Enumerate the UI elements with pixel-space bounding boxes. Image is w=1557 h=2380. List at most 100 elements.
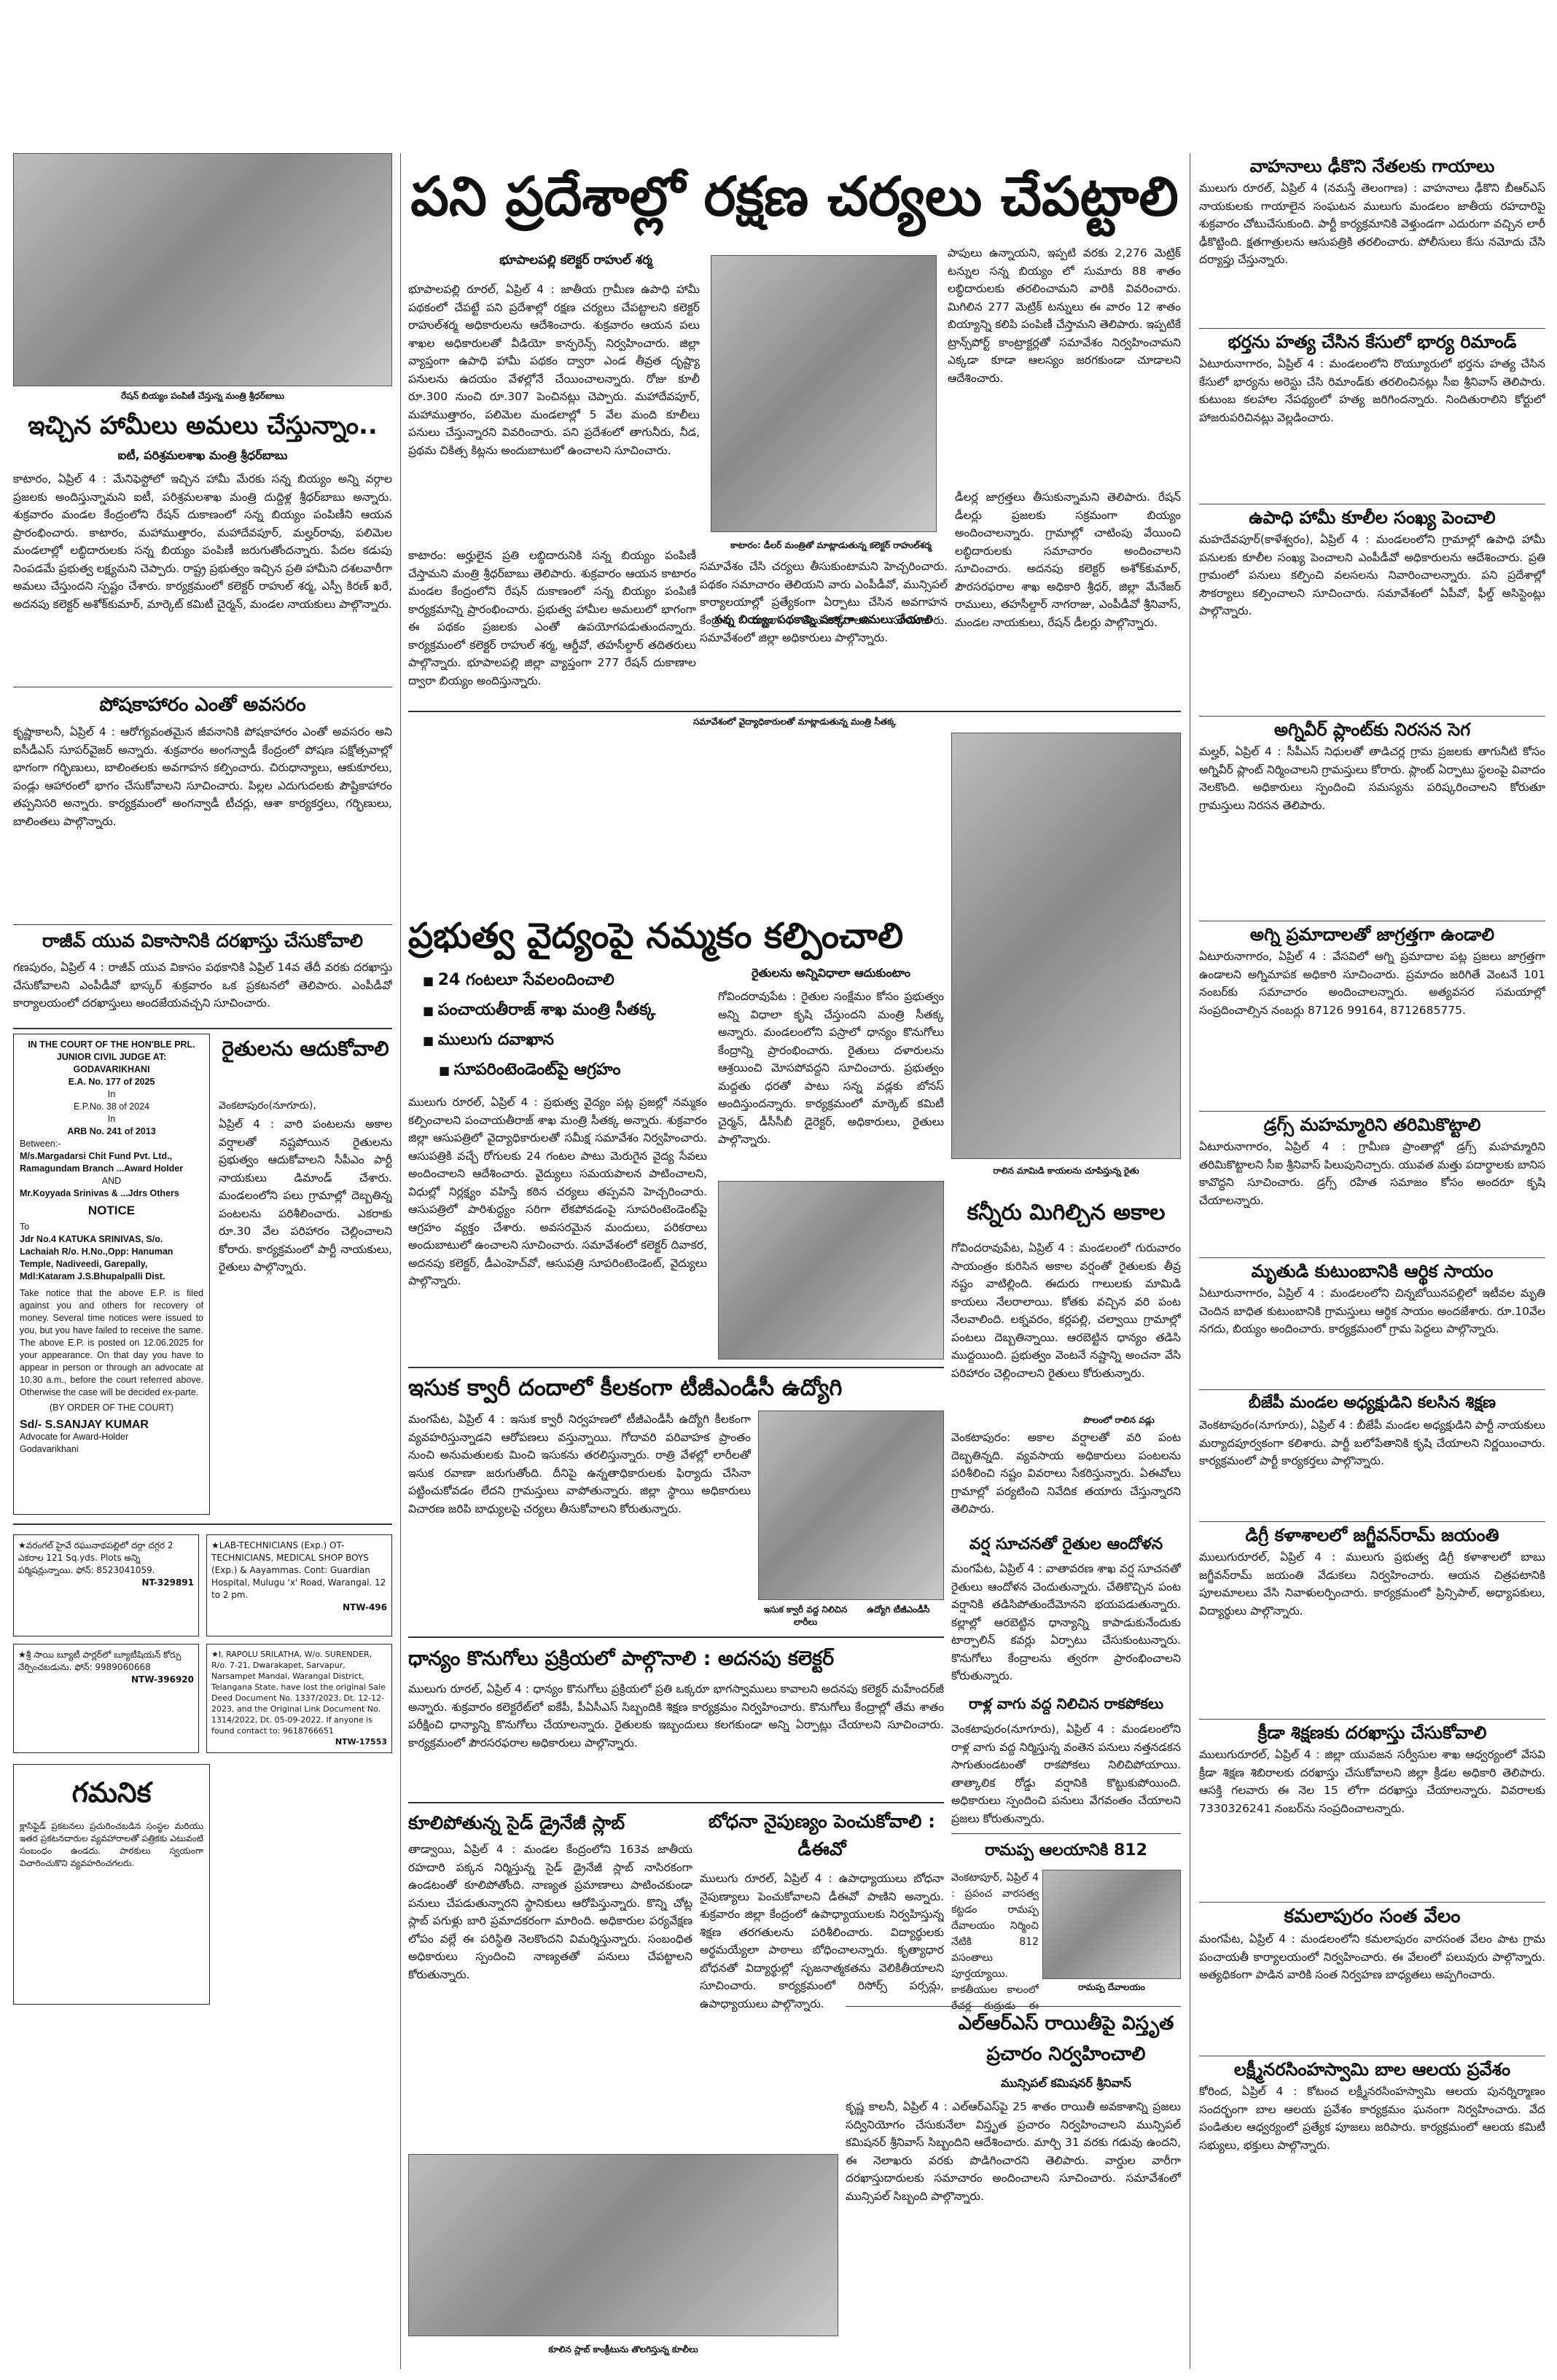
health-bullets: 24 గంటలూ సేవలందించాలి పంచాయతీరాజ్ శాఖ మం… <box>423 966 707 1090</box>
right-head-3: ఉపాధి హామీ కూలీల సంఖ్య పెంచాలి <box>1249 507 1496 528</box>
slab-photo <box>408 2154 838 2336</box>
right-body-6: ఏటూరునాగారం, ఏప్రిల్ 4 : గ్రామీణ ప్రాంతా… <box>1199 1140 1545 1207</box>
right-head-1: వాహనాలు ఢీకొని నేతలకు గాయాలు <box>1249 156 1495 176</box>
left-body-2-text: కృష్ణాకాలనీ, ఏప్రిల్ 4 : ఆరోగ్యవంతమైన జీ… <box>13 725 392 828</box>
left-head-3: రాజీవ్ యువ వికాసానికి దరఖాస్తు చేసుకోవాల… <box>13 927 392 956</box>
right-story-10: క్రీడా శిక్షణకు దరఖాస్తు చేసుకోవాలి ములు… <box>1199 1719 1545 1902</box>
right-body-5: ఏటూరునాగారం, ఏప్రిల్ 4 : వేసవిలో అగ్ని ప… <box>1199 950 1545 1017</box>
right-head-12: లక్ష్మీనరసింహస్వామి బాల ఆలయ ప్రవేశం <box>1233 2059 1511 2080</box>
right-story-1: వాహనాలు ఢీకొని నేతలకు గాయాలు ములుగు రూరల… <box>1199 153 1545 328</box>
lrs-body-text: కృష్ణ కాలనీ, ఏప్రిల్ 4 : ఎల్ఆర్ఎస్‌పై 25… <box>846 2100 1181 2203</box>
main-col-4: కాటారం: అర్హులైన ప్రతి లబ్ధిదారునికి సన్… <box>408 547 696 703</box>
teaching-head: బోధనా నైపుణ్యం పెంచుకోవాలి : డీఈవో <box>700 1808 944 1866</box>
sand-photo-caption-2: ఉద్యోగి టీజీఎండీసీ <box>867 1604 930 1615</box>
rain-caption-2: పొలంలో రాలిన వడ్లు <box>1083 1415 1155 1425</box>
main-col-5: డీలర్ల జాగ్రత్తలు తీసుకున్నామని తెలిపారు… <box>955 488 1181 707</box>
main-col-3: సమావేశం చేసి చర్యలు తీసుకుంటామని హెచ్చరి… <box>700 558 948 703</box>
classified-ad-3: ★శ్రీ సాయి బ్యూటీ పార్లర్‌లో బ్యూటీషియన్… <box>13 1644 199 1753</box>
rule-center-1 <box>408 1367 944 1368</box>
health-side-photo <box>718 1181 944 1359</box>
right-body-11: మంగపేట, ఏప్రిల్ 4 : మండలంలోని కమలాపురం వ… <box>1199 1932 1545 1981</box>
warning-body: మంగపేట, ఏప్రిల్ 4 : వాతావరణ శాఖ వర్ష సూచ… <box>951 1560 1181 1688</box>
grain-head-text: ధాన్యం కొనుగోలు ప్రక్రియలో పాల్గొనాలి : … <box>408 1647 835 1670</box>
right-story-7: మృతుడి కుటుంబానికి ఆర్థిక సాయం ఏటూరునాగా… <box>1199 1257 1545 1389</box>
court-party-1: M/s.Margadarsi Chit Fund Pvt. Ltd., Rama… <box>20 1151 184 1174</box>
sand-body-text: మంగపేట, ఏప్రిల్ 4 : ఇసుక క్వారీ నిర్వహణల… <box>408 1413 751 1515</box>
sand-photo <box>758 1411 944 1600</box>
main-sub-head: సన్న బియ్యం పథకాన్ని పక్కాగా అమలు చేయాలి <box>700 612 948 633</box>
health-body-2-text: గోవిందరావుపేట : రైతుల సంక్షేమం కోసం ప్రభ… <box>718 990 944 1146</box>
byline-text: భూపాలపల్లి కలెక్టర్ రాహుల్ శర్మ <box>499 253 652 268</box>
warning-body-2-text: వెంకటాపురం(నూగూరు), ఏప్రిల్ 4 : మండలంలోన… <box>951 1722 1181 1825</box>
court-arb: ARB No. 241 of 2013 <box>67 1126 156 1136</box>
main-col-3-text: సమావేశం చేసి చర్యలు తీసుకుంటామని హెచ్చరి… <box>700 560 948 644</box>
court-notice-box: IN THE COURT OF THE HON'BLE PRL. JUNIOR … <box>13 1034 210 1515</box>
rule-center-2 <box>408 1636 944 1638</box>
right-head-7: మృతుడి కుటుంబానికి ఆర్థిక సాయం <box>1251 1261 1494 1281</box>
classified-ad-2: ★LAB-TECHNICIANS (Exp.) OT-TECHNICIANS, … <box>206 1534 392 1636</box>
right-body-12: కోరింద, ఏప్రిల్ 4 : కోటంచ లక్ష్మీనరసింహస… <box>1199 2085 1545 2152</box>
rain-main-photo <box>951 733 1181 1159</box>
main-col-4-text: కాటారం: అర్హులైన ప్రతి లబ్ధిదారునికి సన్… <box>408 549 696 687</box>
left-head-2: పోషకాహారం ఎంతో అవసరం <box>13 691 392 720</box>
rain-body-text: గోవిందరావుపేట, ఏప్రిల్ 4 : మండలంలో గురువ… <box>951 1241 1181 1380</box>
right-body-7: ఏటూరునాగారం, ఏప్రిల్ 4 : మండలంలోని చిన్న… <box>1199 1287 1545 1335</box>
rule-left-3 <box>13 1028 392 1029</box>
rule-right-mid <box>951 1833 1181 1834</box>
right-body-10: ములుగురూరల్, ఏప్రిల్ 4 : జిల్లా యువజన సర… <box>1199 1748 1545 1815</box>
left-head-3-text: రాజీవ్ యువ వికాసానికి దరఖాస్తు చేసుకోవాల… <box>42 930 364 951</box>
right-body-4: మల్హర్, ఏప్రిల్ 4 : సీపీఎస్ నిధులతో తాడి… <box>1199 745 1545 812</box>
health-bullet-4: సూపరింటెండెంట్‌పై ఆగ్రహం <box>423 1056 707 1085</box>
vrule-left <box>400 153 401 2369</box>
ramappa-head: రామప్ప ఆలయానికి 812 వసంతాలు <box>951 1837 1181 1866</box>
farmers-body: ఏప్రిల్ 4 : వారి పంటలను అకాల వర్షాలతో నష… <box>219 1115 392 1513</box>
lrs-head-text: ఎల్ఆర్ఎస్ రాయితీపై విస్తృత ప్రచారం నిర్వ… <box>958 2013 1174 2065</box>
left-sub-1-text: ఐటీ, పరిశ్రమలశాఖ మంత్రి శ్రీధర్‌బాబు <box>117 448 288 462</box>
left-body-3: గణపురం, ఏప్రిల్ 4 : రాజీవ్ యువ వికాసం పథ… <box>13 959 392 1024</box>
grain-body-text: ములుగు రూరల్, ఏప్రిల్ 4 : ధాన్యం కొనుగోల… <box>408 1682 944 1749</box>
lrs-head: ఎల్ఆర్ఎస్ రాయితీపై విస్తృత ప్రచారం నిర్వ… <box>951 2008 1181 2074</box>
classified-ad-3-text: ★శ్రీ సాయి బ్యూటీ పార్లర్‌లో బ్యూటీషియన్… <box>18 1650 182 1672</box>
health-bullet-3: ములుగు దవాఖాన <box>423 1026 707 1056</box>
left-photo <box>13 153 392 386</box>
court-title: IN THE COURT OF THE HON'BLE PRL. JUNIOR … <box>28 1039 195 1074</box>
health-bullet-2: పంచాయతీరాజ్ శాఖ మంత్రి సీతక్క <box>423 996 707 1026</box>
farmers-head: రైతులను ఆదుకోవాలి <box>219 1035 392 1093</box>
court-notice-title: NOTICE <box>87 1203 136 1217</box>
health-bullet-1: 24 గంటలూ సేవలందించాలి <box>423 966 707 996</box>
rain-body: గోవిందరావుపేట, ఏప్రిల్ 4 : మండలంలో గురువ… <box>951 1239 1181 1411</box>
ramappa-body-text: వెంకటాపూర్, ఏప్రిల్ 4 : ప్రపంచ వారసత్వ క… <box>951 1872 1039 2012</box>
right-body-9: ములుగురూరల్, ఏప్రిల్ 4 : ములుగు ప్రభుత్వ… <box>1199 1550 1545 1618</box>
right-story-12: లక్ష్మీనరసింహస్వామి బాల ఆలయ ప్రవేశం కోరి… <box>1199 2056 1545 2224</box>
classified-ad-4-code: NTW-17553 <box>335 1737 387 1747</box>
court-ep: E.P.No. 38 of 2024 <box>73 1101 150 1112</box>
left-body-1: కాటారం, ఏప్రిల్ 4 : మేనిఫెస్టోలో ఇచ్చిన … <box>13 470 392 682</box>
court-party-2: Mr.Koyyada Srinivas & ...Jdrs Others <box>20 1188 179 1198</box>
classified-ad-2-code: NTW-496 <box>343 1602 387 1612</box>
teaching-head-text: బోధనా నైపుణ్యం పెంచుకోవాలి : డీఈవో <box>708 1811 936 1860</box>
main-col-1-text: భూపాలపల్లి రూరల్, ఏప్రిల్ 4 : జాతీయ గ్రా… <box>408 283 700 457</box>
court-order: (BY ORDER OF THE COURT) <box>49 1402 174 1413</box>
court-between: Between:- <box>20 1139 61 1149</box>
main-headline: పని ప్రదేశాల్లో రక్షణ చర్యలు చేపట్టాలి <box>408 157 1181 241</box>
left-head-1: ఇచ్చిన హామీలు అమలు చేస్తున్నాం.. <box>13 407 392 447</box>
right-column: వాహనాలు ఢీకొని నేతలకు గాయాలు ములుగు రూరల… <box>1199 153 1545 2369</box>
gamanika-text: క్లాసిఫైడ్ ప్రకటనలు ప్రచురించబడిన సంస్థల… <box>20 1821 203 1868</box>
left-head-1-text: ఇచ్చిన హామీలు అమలు చేస్తున్నాం.. <box>28 411 378 440</box>
classified-ad-1-text: ★వరంగల్ హైవే రఘునాథపల్లిలో దర్గా దగ్గర 2… <box>18 1540 173 1575</box>
rain-body-2-text: వెంకటాపురం: అకాల వర్షాలతో వరి పంట దెబ్బత… <box>951 1431 1181 1515</box>
grain-head: ధాన్యం కొనుగోలు ప్రక్రియలో పాల్గొనాలి : … <box>408 1644 944 1676</box>
health-sub-text: రైతులను అన్నివిధాలా ఆదుకుంటాం <box>751 966 910 980</box>
slab-head: కూలిపోతున్న సైడ్ డ్రైనేజీ స్లాబ్ <box>408 1808 692 1840</box>
main-sub-head-text: సన్న బియ్యం పథకాన్ని పక్కాగా అమలు చేయాలి <box>714 612 933 626</box>
lrs-body: కృష్ణ కాలనీ, ఏప్రిల్ 4 : ఎల్ఆర్ఎస్‌పై 25… <box>846 2098 1181 2360</box>
classified-ad-2-text: ★LAB-TECHNICIANS (Exp.) OT-TECHNICIANS, … <box>211 1540 386 1600</box>
main-col-2: పాపులు ఉన్నాయని, ఇప్పటి వరకు 2,276 మెట్ర… <box>948 244 1181 485</box>
ramappa-head-text: రామప్ప ఆలయానికి 812 వసంతాలు <box>985 1841 1147 1860</box>
sand-head-text: ఇసుక క్వారీ దందాలో కీలకంగా టీజీఎండీసీ ఉద… <box>408 1375 843 1401</box>
right-story-11: కమలాపురం సంత వేలం మంగపేట, ఏప్రిల్ 4 : మం… <box>1199 1902 1545 2056</box>
teaching-body: ములుగు రూరల్, ఏప్రిల్ 4 : ఉపాధ్యాయులు బో… <box>700 1870 944 2147</box>
classified-ad-1: ★వరంగల్ హైవే రఘునాథపల్లిలో దర్గా దగ్గర 2… <box>13 1534 199 1636</box>
rule-right-lrs <box>846 2006 1181 2007</box>
left-photo-caption: రేషన్ బియ్యం పంపిణీ చేస్తున్న మంత్రి శ్ర… <box>121 391 284 401</box>
